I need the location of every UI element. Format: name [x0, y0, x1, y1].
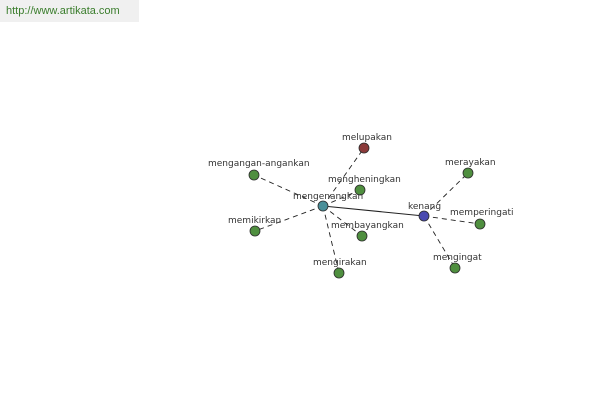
source-url-banner[interactable]: http://www.artikata.com	[0, 0, 139, 22]
node-label-memikirkan[interactable]: memikirkan	[228, 216, 281, 226]
node-kenang[interactable]	[418, 210, 430, 222]
edge-mengenangkan-mengirakan	[322, 205, 340, 274]
node-mengirakan[interactable]	[333, 267, 345, 279]
node-label-mengangan-angankan[interactable]: mengangan-angankan	[208, 159, 310, 169]
node-label-mengirakan[interactable]: mengirakan	[313, 258, 367, 268]
edge-mengenangkan-kenang	[322, 205, 425, 217]
node-label-mengenangkan[interactable]: mengenangkan	[293, 192, 363, 202]
edge-mengenangkan-memikirkan	[254, 205, 324, 232]
node-label-merayakan[interactable]: merayakan	[445, 158, 496, 168]
source-url-link[interactable]: http://www.artikata.com	[6, 5, 120, 17]
node-label-mengingat[interactable]: mengingat	[433, 253, 482, 263]
node-label-membayangkan[interactable]: membayangkan	[331, 221, 404, 231]
edge-kenang-memperingati	[423, 215, 481, 225]
node-label-memperingati[interactable]: memperingati	[450, 208, 513, 218]
node-label-kenang[interactable]: kenang	[408, 202, 441, 212]
edges-layer	[253, 147, 481, 274]
node-memikirkan[interactable]	[249, 225, 261, 237]
edge-mengenangkan-mengheningkan	[322, 189, 361, 207]
nodes-layer	[248, 142, 486, 279]
node-mengingat[interactable]	[449, 262, 461, 274]
edge-mengenangkan-melupakan	[322, 147, 365, 207]
node-mengangan-angankan[interactable]	[248, 169, 260, 181]
labels-layer: mengenangkan kenang melupakan mengangan-ang…	[208, 133, 513, 268]
node-membayangkan[interactable]	[356, 230, 368, 242]
node-merayakan[interactable]	[462, 167, 474, 179]
edge-kenang-mengingat	[423, 215, 456, 269]
edge-mengenangkan-mengangan-angankan	[253, 174, 324, 207]
edge-kenang-merayakan	[423, 172, 469, 217]
node-label-melupakan[interactable]: melupakan	[342, 133, 392, 143]
node-melupakan[interactable]	[358, 142, 370, 154]
node-label-mengheningkan[interactable]: mengheningkan	[328, 175, 401, 185]
node-mengheningkan[interactable]	[354, 184, 366, 196]
node-mengenangkan[interactable]	[317, 200, 329, 212]
node-memperingati[interactable]	[474, 218, 486, 230]
